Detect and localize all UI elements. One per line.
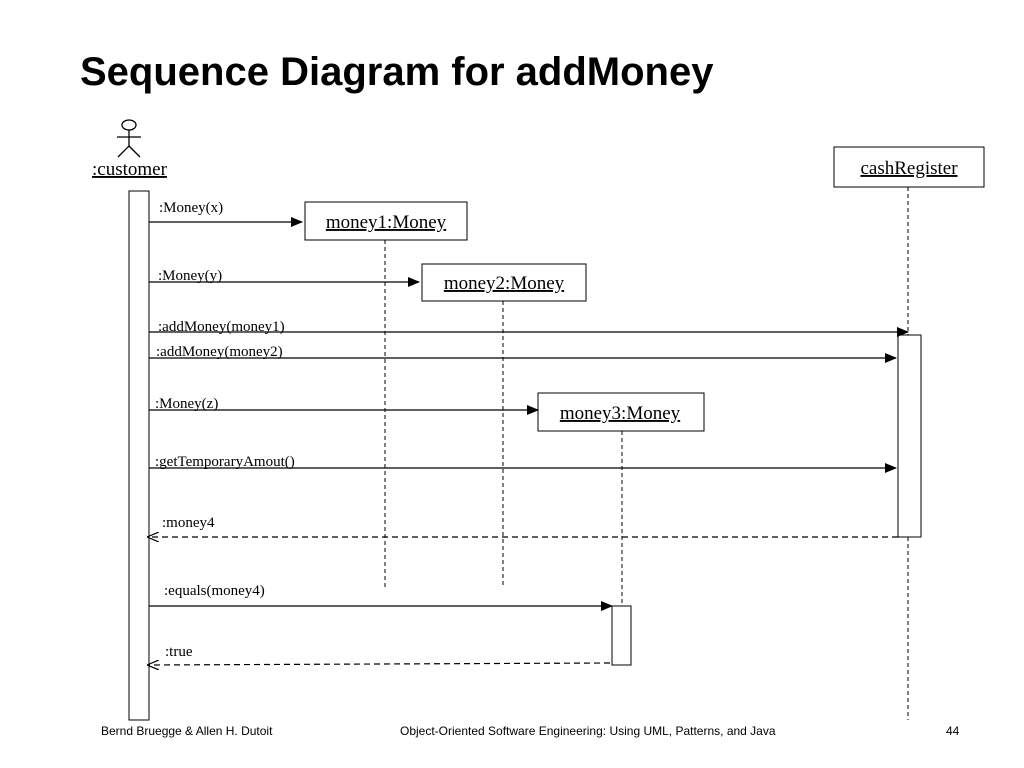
money1-box bbox=[304, 201, 468, 241]
footer-book-title: Object-Oriented Software Engineering: Us… bbox=[400, 724, 776, 738]
money2-box bbox=[421, 263, 587, 302]
money-z-message: :Money(z) bbox=[155, 396, 218, 412]
footer-page-number: 44 bbox=[946, 724, 960, 738]
cash-register-label: cashRegister bbox=[860, 158, 958, 179]
return-money4-message: :money4 bbox=[162, 515, 215, 531]
footer-authors: Bernd Bruegge & Allen H. Dutoit bbox=[101, 724, 273, 738]
money3-label: money3:Money bbox=[560, 403, 681, 424]
add-money-1-message: :addMoney(money1) bbox=[158, 319, 285, 335]
money2-label: money2:Money bbox=[444, 273, 565, 294]
get-temporary-amount-message: :getTemporaryAmout() bbox=[155, 454, 295, 470]
cash-register-box bbox=[833, 146, 985, 188]
money1-label: money1:Money bbox=[326, 212, 447, 233]
add-money-2-message: :addMoney(money2) bbox=[156, 344, 283, 360]
money-y-message: :Money(y) bbox=[158, 268, 222, 284]
cash-register-activation-bar bbox=[897, 334, 922, 538]
equals-money4-message: :equals(money4) bbox=[164, 583, 265, 599]
customer-activation-bar bbox=[128, 190, 150, 721]
customer-label: :customer bbox=[92, 159, 168, 180]
return-true-message: :true bbox=[165, 644, 193, 660]
actor-icon bbox=[117, 119, 141, 158]
money3-activation-bar bbox=[611, 605, 632, 666]
return-true-arrow bbox=[148, 663, 611, 665]
money-x-message: :Money(x) bbox=[159, 200, 223, 216]
slide-title: Sequence Diagram for addMoney bbox=[80, 50, 714, 94]
